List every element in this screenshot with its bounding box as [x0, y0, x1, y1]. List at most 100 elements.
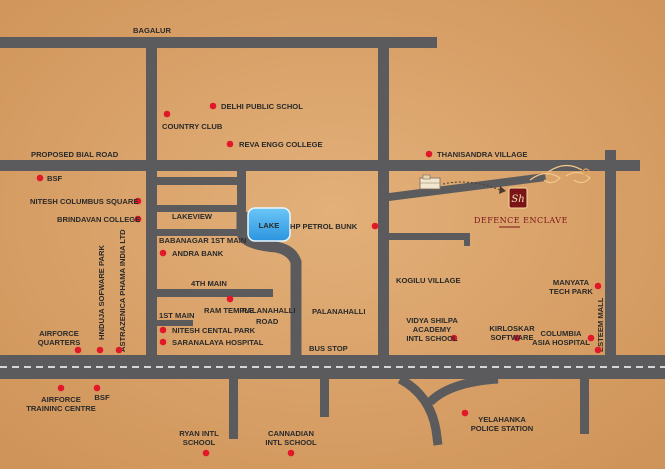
defence-enclave-marker[interactable]: Sh DEFENCE ENCLAVE — [419, 164, 591, 228]
label-hp-petrol-bunk: HP PETROL BUNK — [290, 222, 358, 231]
road-label-hnduja: HNDUJA SOFWARE PARK — [97, 245, 106, 340]
pin-saranalaya-hospital[interactable] — [159, 338, 167, 346]
label-bsf-south: BSF — [94, 393, 110, 402]
yelahanka-road — [397, 375, 443, 446]
pin-kirloskar-software[interactable] — [513, 334, 521, 342]
label-yelahanka-1: YELAHANKA — [478, 415, 526, 424]
road-label-kogilu-village: KOGILU VILLAGE — [396, 276, 461, 285]
label-country-club: COUNTRY CLUB — [162, 122, 223, 131]
label-manyata-2: TECH PARK — [549, 287, 593, 296]
road-label-palanahalli: PALANAHALLI — [312, 307, 365, 316]
pin-airforce-quarters[interactable] — [74, 346, 82, 354]
road-label-lakeview: LAKEVIEW — [172, 212, 213, 221]
pin-country-club[interactable] — [163, 110, 171, 118]
label-kirloskar-1: KIRLOSKAR — [489, 324, 535, 333]
road-label-1st-main: 1ST MAIN — [159, 311, 194, 320]
road-label-palanahalli-road-1: PALANAHALLI — [242, 306, 295, 315]
pin-manyata-tech-park[interactable] — [594, 282, 602, 290]
pin-thanisandra-village[interactable] — [425, 150, 433, 158]
babanagar-1st-main-road — [157, 229, 237, 236]
pin-ryan-intl-school[interactable] — [202, 449, 210, 457]
pin-hp-petrol-bunk[interactable] — [371, 222, 379, 230]
kogilu-link-road — [389, 233, 469, 240]
road-label-bus-stop: BUS STOP — [309, 344, 348, 353]
label-airforce-quarters-1: AIRFORCE — [39, 329, 79, 338]
pin-canadian-intl-school[interactable] — [287, 449, 295, 457]
road-label-4th-main: 4TH MAIN — [191, 279, 227, 288]
pin-reva-engg-college[interactable] — [226, 140, 234, 148]
pin-vidya-shilpa[interactable] — [450, 334, 458, 342]
label-columbia-1: COLUMBIA — [541, 329, 582, 338]
pin-airforce-training-centre[interactable] — [57, 384, 65, 392]
label-bsf-north: BSF — [47, 174, 63, 183]
pin-delhi-public-school[interactable] — [209, 102, 217, 110]
label-yelahanka-2: POLICE STATION — [471, 424, 534, 433]
pin-yelahanka-police-station[interactable] — [461, 409, 469, 417]
fourth-main-road — [157, 289, 273, 297]
pin-andra-bank[interactable] — [159, 249, 167, 257]
label-columbia-2: ASIA HOSPITAL — [532, 338, 590, 347]
pin-columbia-asia-hospital[interactable] — [587, 334, 595, 342]
pin-hnduja-software-park[interactable] — [96, 346, 104, 354]
label-canadian-2: INTL SCHOOL — [265, 438, 317, 447]
first-main-road — [157, 320, 193, 326]
label-vidya-shilpa-2: ACADEMY — [413, 325, 451, 334]
label-ryan-1: RYAN INTL — [179, 429, 219, 438]
bagalur-road — [0, 37, 437, 48]
road-label-babanagar: BABANAGAR 1ST MAIN — [159, 236, 246, 245]
center-vertical-road — [378, 48, 389, 355]
label-brindavan-college: BRINDAVAN COLLEGE — [57, 215, 140, 224]
label-nitesh-cental-park: NITESH CENTAL PARK — [172, 326, 256, 335]
logo-monogram: Sh — [511, 194, 524, 205]
road-label-esteem-mall: ESTEEM MALL — [596, 297, 605, 352]
esteem-south-road — [580, 379, 589, 434]
pin-nitesh-columbus-square[interactable] — [134, 197, 142, 205]
route-arrow-head — [499, 186, 506, 194]
label-reva-engg-college: REVA ENGG COLLEGE — [239, 140, 323, 149]
palanahalli-road — [236, 212, 302, 355]
road-label-proposed-bial: PROPOSED BIAL ROAD — [31, 150, 119, 159]
left-main-road — [146, 48, 157, 355]
label-ram-temple: RAM TEMPLE — [204, 306, 254, 315]
route-arrow — [442, 181, 501, 191]
kogilu-stub-road — [464, 233, 470, 246]
label-vidya-shilpa-1: VIDYA SHILPA — [406, 316, 458, 325]
road-label-palanahalli-road-2: ROAD — [256, 317, 279, 326]
yelahanka-branch-road — [426, 374, 499, 406]
label-canadian-1: CANNADIAN — [268, 429, 314, 438]
thanisandra-link-road — [389, 173, 546, 201]
inner-block-right-road — [237, 171, 246, 213]
canadian-school-road — [320, 379, 329, 417]
label-vidya-shilpa-3: INTL SCHOOL — [406, 334, 458, 343]
label-delhi-public-school: DELHI PUBLIC SCHOL — [221, 102, 303, 111]
label-saranalaya-hospital: SARANALAYA HOSPITAL — [172, 338, 264, 347]
pin-nitesh-cental-park[interactable] — [159, 326, 167, 334]
right-vertical-road — [605, 150, 616, 355]
project-name: DEFENCE ENCLAVE — [474, 216, 568, 225]
place-pins — [36, 102, 602, 457]
pin-bsf-south[interactable] — [93, 384, 101, 392]
pin-astrazenica[interactable] — [115, 346, 123, 354]
label-airforce-quarters-2: QUARTERS — [38, 338, 81, 347]
pin-brindavan-college[interactable] — [134, 215, 142, 223]
label-airforce-training-2: TRAININC CENTRE — [26, 404, 96, 413]
pin-bsf-north[interactable] — [36, 174, 44, 182]
lakeview-road — [157, 205, 237, 212]
inner-block-top-road — [157, 177, 242, 185]
swirl-decoration — [529, 164, 591, 184]
ryan-school-road — [229, 379, 238, 439]
label-manyata-1: MANYATA — [553, 278, 590, 287]
label-thanisandra-village: THANISANDRA VILLAGE — [437, 150, 527, 159]
label-nitesh-columbus-square: NITESH COLUMBUS SQUARE — [30, 197, 138, 206]
lake-label: LAKE — [259, 221, 280, 230]
label-airforce-training-1: AIRFORCE — [41, 395, 81, 404]
road-label-bagalur: BAGALUR — [133, 26, 171, 35]
label-kirloskar-2: SOFTWARE — [490, 333, 533, 342]
building-icon — [419, 174, 441, 190]
pin-esteem-mall[interactable] — [594, 346, 602, 354]
pin-ram-temple[interactable] — [226, 295, 234, 303]
lake — [247, 207, 291, 242]
